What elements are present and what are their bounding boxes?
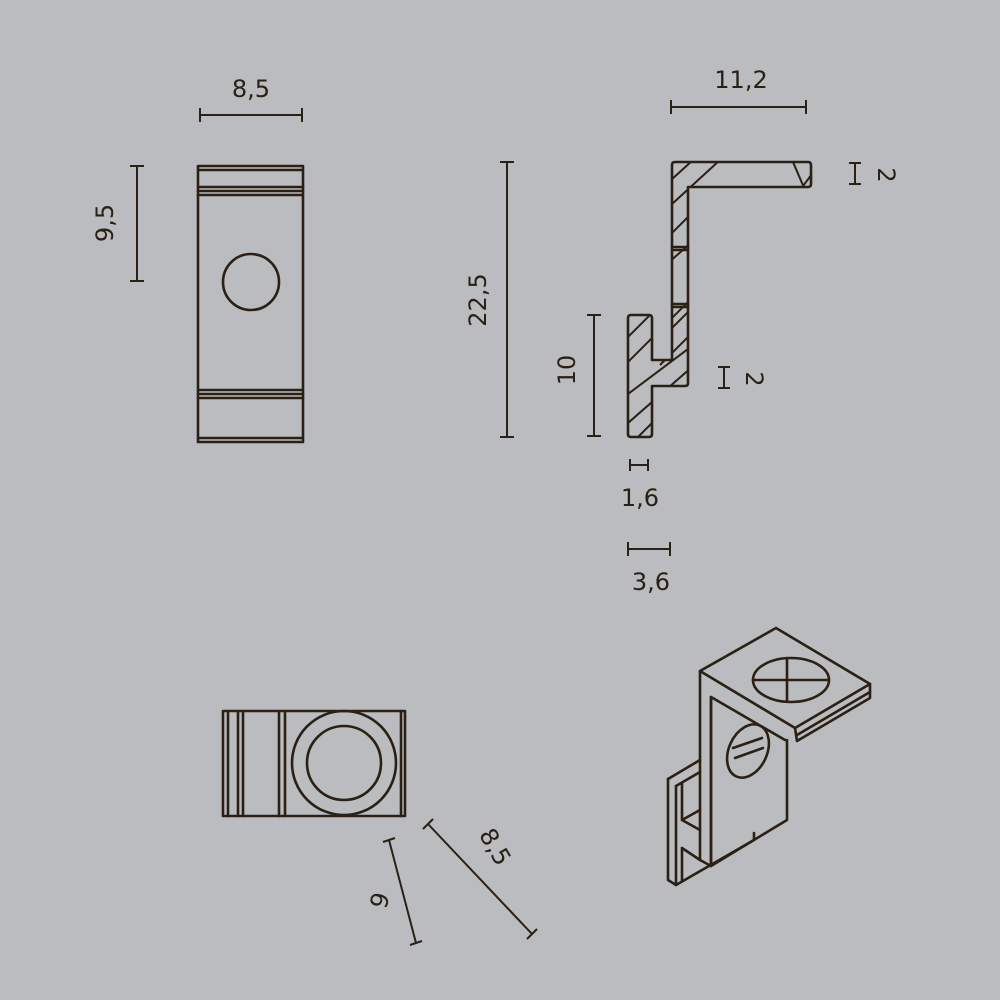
dimension-label-height: 9,5 (91, 204, 119, 242)
dimension-label-foot-thickness: 2 (740, 371, 768, 386)
dimension-diagonal-short: 6 (363, 837, 423, 946)
dimension-foot-thickness: 2 (718, 366, 768, 389)
dimension-label-top-thickness: 2 (872, 167, 900, 182)
top-view: 8,5 6 (221, 709, 538, 946)
mounting-hole (221, 252, 281, 312)
front-view: 8,5 9,5 (91, 75, 305, 444)
isometric-view (666, 626, 872, 887)
dimension-label-lower-height: 10 (553, 355, 581, 386)
dimension-total-height: 22,5 (464, 161, 514, 438)
dimension-height: 9,5 (91, 165, 144, 282)
dimension-label-width: 8,5 (232, 75, 270, 103)
dimension-foot-width: 3,6 (627, 542, 671, 596)
dimension-wall-thickness: 1,6 (621, 459, 659, 512)
dimension-top-width: 11,2 (670, 66, 807, 114)
dimension-label-diagonal-short: 6 (363, 889, 394, 911)
dimension-label-diagonal-long: 8,5 (473, 823, 516, 870)
dimension-width: 8,5 (199, 75, 303, 122)
dimension-label-top-width: 11,2 (714, 66, 767, 94)
section-view: 11,2 22,5 2 10 2 (464, 66, 900, 596)
dimension-diagonal-long: 8,5 (422, 818, 538, 940)
dimension-top-thickness: 2 (849, 162, 900, 185)
dimension-label-foot-width: 3,6 (632, 568, 670, 596)
dimension-label-total-height: 22,5 (464, 273, 492, 326)
dimension-label-wall-thickness: 1,6 (621, 484, 659, 512)
dimension-lower-height: 10 (553, 314, 601, 437)
